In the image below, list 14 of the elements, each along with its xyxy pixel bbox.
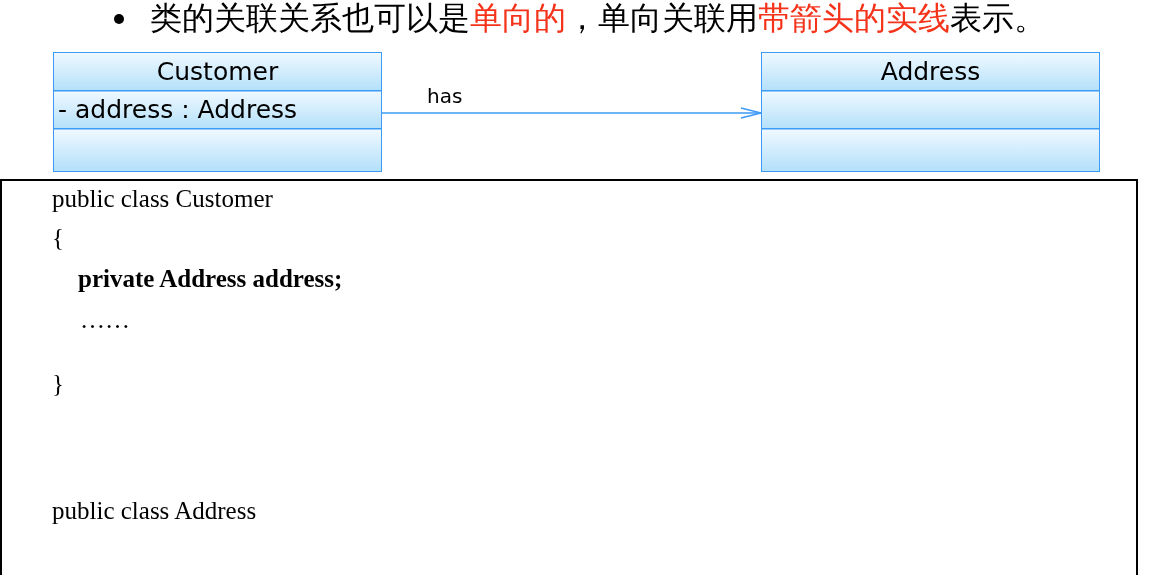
uml-class-box [53, 52, 382, 172]
code-line: { [52, 223, 64, 253]
uml-class-box [761, 52, 1100, 172]
class-name: Address [880, 56, 981, 88]
code-box [0, 179, 1138, 575]
class-name: Customer [156, 56, 279, 88]
code-line: …… [80, 305, 130, 335]
code-line: private Address address; [78, 264, 343, 294]
code-line: public class Address [52, 496, 257, 526]
code-line: public class Customer [52, 184, 273, 214]
arrow [381, 107, 762, 119]
attribute-text: - address : Address [58, 94, 298, 126]
code-line: } [52, 369, 64, 399]
title: 类的关联关系也可以是单向的，单向关联用带箭头的实线表示。 [150, 0, 1046, 36]
